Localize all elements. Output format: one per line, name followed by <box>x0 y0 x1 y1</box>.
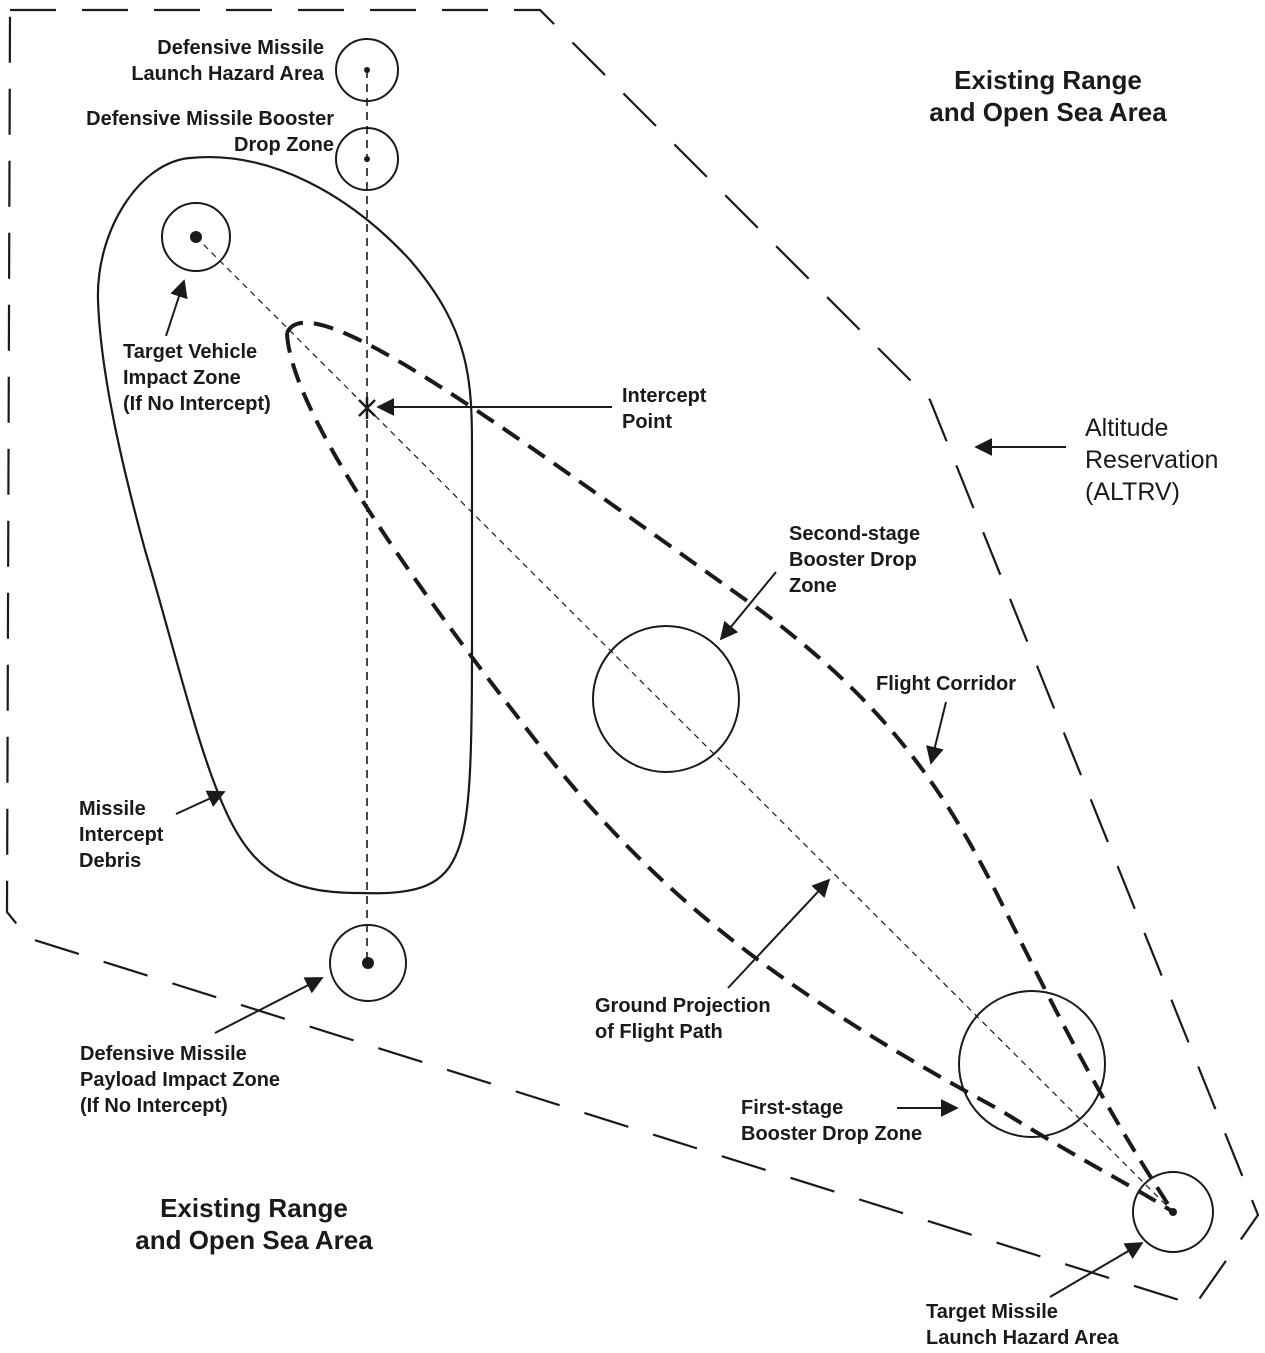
arrow-second-stage <box>719 571 777 641</box>
altrv-boundary <box>5 8 1260 1307</box>
arrow-flight-corridor <box>926 701 947 765</box>
label-target-launch-hazard: Target Missile Launch Hazard Area <box>926 1301 1119 1349</box>
target-launch-hazard-circle <box>1132 1171 1214 1253</box>
leader-arrows <box>165 279 1144 1298</box>
arrow-ground-projection <box>727 878 831 989</box>
target-vehicle-impact-circle <box>161 202 231 272</box>
label-missile-intercept-debris: Missile Intercept Debris <box>79 798 164 872</box>
first-stage-drop-circle <box>958 990 1106 1138</box>
missile-intercept-debris-region <box>96 156 474 895</box>
label-second-stage-drop: Second-stage Booster Drop Zone <box>789 523 921 597</box>
label-target-vehicle-impact: Target Vehicle Impact Zone (If No Interc… <box>123 341 271 415</box>
label-existing-range-bottom: Existing Range and Open Sea Area <box>135 1193 373 1255</box>
arrow-target-vehicle <box>165 279 188 337</box>
label-existing-range-top: Existing Range and Open Sea Area <box>929 65 1167 127</box>
label-defensive-launch-hazard: Defensive Missile Launch Hazard Area <box>131 37 324 85</box>
arrow-target-launch <box>1049 1242 1144 1298</box>
label-flight-corridor: Flight Corridor <box>876 673 1016 695</box>
label-defensive-payload-impact: Defensive Missile Payload Impact Zone (I… <box>80 1043 281 1117</box>
defensive-payload-impact-point <box>362 957 374 969</box>
label-first-stage-drop: First-stage Booster Drop Zone <box>741 1097 923 1145</box>
label-intercept-point: Intercept Point <box>622 385 707 433</box>
arrow-defensive-payload <box>214 977 324 1034</box>
defensive-booster-drop-point <box>364 156 370 162</box>
defensive-launch-hazard-circle <box>335 38 399 102</box>
label-ground-projection: Ground Projection of Flight Path <box>595 995 771 1043</box>
defensive-payload-impact-circle <box>329 924 407 1002</box>
arrow-missile-debris <box>175 790 226 815</box>
intercept-point-marker <box>358 397 376 419</box>
target-vehicle-impact-point <box>190 231 202 243</box>
defensive-launch-point <box>364 67 370 73</box>
flight-corridor <box>285 320 1175 1214</box>
target-launch-point <box>1169 1208 1177 1216</box>
second-stage-drop-circle <box>592 625 740 773</box>
label-defensive-booster-drop: Defensive Missile Booster Drop Zone <box>86 108 334 156</box>
defensive-booster-drop-circle <box>335 127 399 191</box>
label-altitude-reservation: Altitude Reservation (ALTRV) <box>1085 414 1219 506</box>
